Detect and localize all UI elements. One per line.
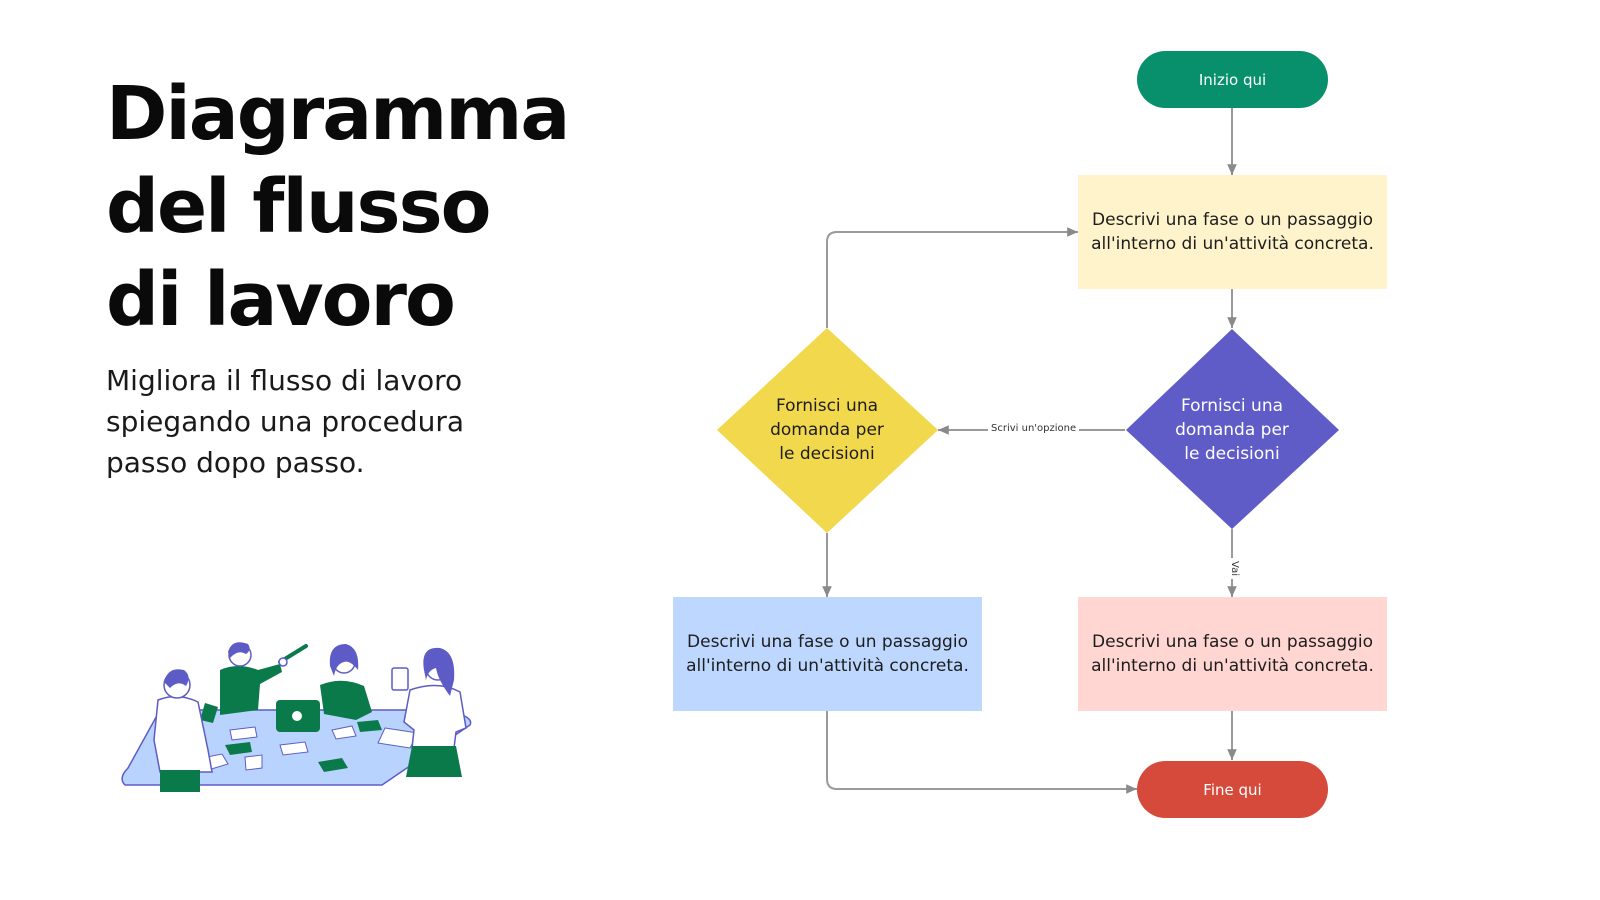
edge-left-step-to-end <box>826 710 1137 794</box>
decision-right-label: Fornisci una domanda per le decisioni <box>1175 396 1289 464</box>
step-left-box <box>673 597 982 711</box>
start-label: Inizio qui <box>1198 70 1267 89</box>
page-subtitle: Migliora il flusso di lavoro spiegando u… <box>106 364 465 479</box>
team-meeting-illustration <box>121 642 472 792</box>
edge-go-label: Vai <box>1229 558 1240 579</box>
step-right-box <box>1078 597 1387 711</box>
edge-loop-back <box>826 227 1078 328</box>
decision-right-diamond <box>1126 329 1339 529</box>
title-line-2: del flusso <box>106 164 491 250</box>
start-node <box>1137 51 1328 108</box>
step-top-box <box>1078 175 1387 289</box>
title-line-3: di lavoro <box>106 257 456 343</box>
edge-option-label: Scrivi un'opzione <box>988 423 1080 434</box>
step-left-label: Descrivi una fase o un passaggio all'int… <box>686 632 969 676</box>
title-line-1: Diagramma <box>106 71 570 157</box>
page-title: Diagramma del flusso di lavoro <box>106 68 570 347</box>
step-top-label: Descrivi una fase o un passaggio all'int… <box>1091 210 1374 254</box>
decision-left-diamond <box>717 328 938 533</box>
end-node <box>1137 761 1328 818</box>
end-label: Fine qui <box>1203 780 1262 799</box>
decision-left-label: Fornisci una domanda per le decisioni <box>770 396 884 464</box>
step-right-label: Descrivi una fase o un passaggio all'int… <box>1091 632 1374 676</box>
